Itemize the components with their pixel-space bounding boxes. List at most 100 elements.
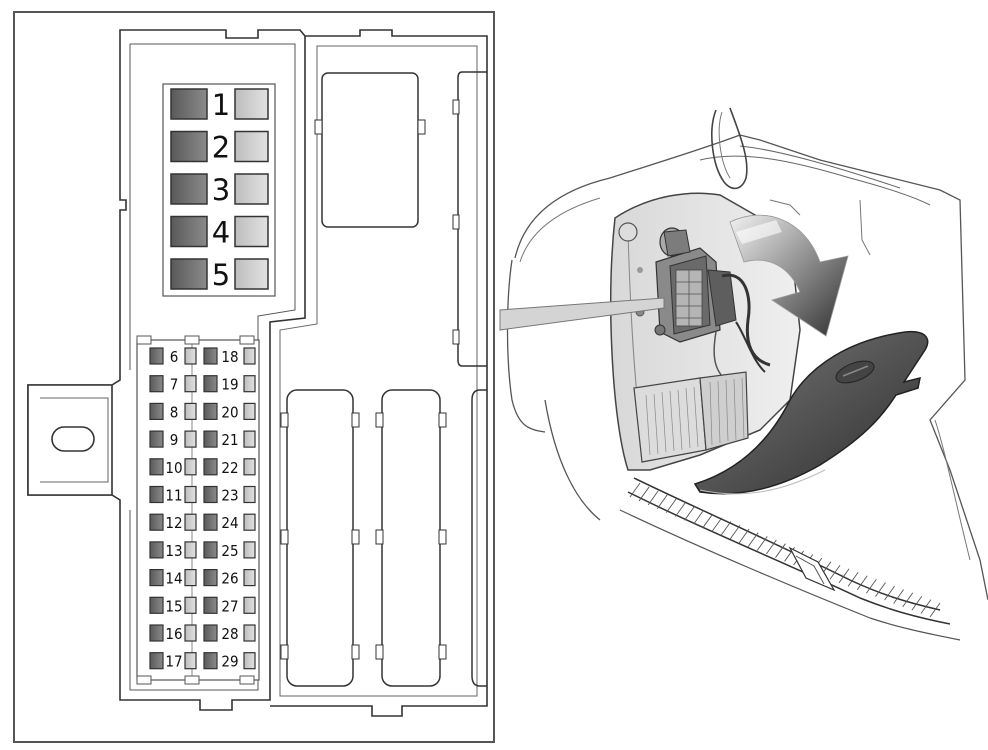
small-fuse-number: 28 — [221, 625, 238, 643]
small-fuse-18: 18 — [203, 347, 256, 366]
trunk-sill — [619, 477, 961, 641]
large-fuse-number: 1 — [212, 88, 230, 122]
small-fuse-number: 19 — [221, 376, 238, 394]
small-fuse-number: 17 — [165, 653, 182, 671]
mounting-slot — [51, 426, 95, 452]
small-fuse-terminal — [184, 624, 197, 642]
small-fuse-number: 25 — [221, 542, 238, 560]
small-fuse-number: 27 — [221, 597, 238, 615]
small-fuse-terminal — [184, 652, 197, 670]
small-fuse-terminal — [184, 568, 197, 587]
pointer-leader — [499, 297, 665, 331]
large-fuse-4: 4 — [170, 215, 269, 250]
large-fuse-body — [170, 173, 208, 205]
small-fuse-terminal — [243, 485, 256, 504]
relay-socket-top — [314, 72, 426, 228]
small-fuse-terminal — [243, 541, 256, 559]
cable-loop — [711, 107, 748, 190]
small-fuse-number: 12 — [165, 514, 182, 532]
small-fuse-body — [149, 402, 164, 420]
small-fuse-number: 21 — [221, 431, 238, 449]
small-fuse-12: 12 — [149, 513, 197, 532]
large-fuse-body — [170, 258, 208, 290]
small-fuse-body — [203, 347, 218, 365]
large-fuse-number: 5 — [212, 258, 230, 292]
small-fuse-body — [149, 624, 164, 642]
large-fuse-1: 1 — [170, 88, 269, 122]
small-fuse-20: 20 — [203, 402, 256, 421]
small-fuse-body — [149, 596, 164, 614]
large-fuse-2: 2 — [170, 131, 269, 165]
small-fuse-9: 9 — [149, 430, 197, 449]
small-fuse-body — [149, 347, 164, 365]
central-electronics-module — [654, 227, 737, 343]
small-fuse-terminal — [184, 485, 197, 504]
small-fuse-terminal — [243, 568, 256, 587]
small-fuse-7: 7 — [149, 375, 197, 394]
small-fuse-body — [203, 485, 218, 504]
small-fuse-number: 29 — [221, 653, 238, 671]
small-fuse-terminal — [243, 624, 256, 642]
small-fuse-body — [149, 375, 164, 393]
small-fuse-terminal — [243, 402, 256, 420]
small-fuse-19: 19 — [203, 375, 256, 394]
small-fuse-number: 22 — [221, 459, 238, 477]
small-fuse-8: 8 — [149, 402, 197, 421]
small-fuse-24: 24 — [203, 513, 256, 532]
small-fuse-body — [203, 430, 218, 448]
small-fuse-terminal — [184, 347, 197, 365]
large-fuse-terminal — [234, 258, 269, 290]
small-fuse-number: 10 — [165, 459, 182, 477]
large-fuse-3: 3 — [170, 173, 269, 207]
small-fuse-number: 23 — [221, 487, 238, 505]
wire-harness — [721, 273, 771, 367]
large-fuse-terminal — [234, 215, 269, 248]
small-fuse-terminal — [243, 458, 256, 476]
large-fuses: 1 2 3 4 5 — [170, 88, 269, 292]
small-fuse-body — [149, 485, 164, 504]
small-fuse-terminal — [243, 347, 256, 365]
small-fuses: 6789101112131415161718192021222324252627… — [149, 347, 256, 671]
small-fuse-body — [149, 513, 164, 531]
small-fuse-body — [203, 458, 218, 476]
fuse-box-location-illustration — [499, 107, 988, 641]
small-fuse-29: 29 — [203, 652, 256, 671]
small-fuse-number: 15 — [165, 597, 182, 615]
large-fuse-body — [170, 215, 208, 248]
large-fuse-number: 4 — [212, 216, 230, 250]
relay-socket-edge — [452, 71, 487, 367]
relay-socket-lower-1 — [280, 389, 360, 687]
mounting-bracket — [27, 384, 113, 496]
large-fuse-terminal — [234, 173, 269, 205]
small-fuse-26: 26 — [203, 568, 256, 588]
small-fuse-number: 20 — [221, 403, 238, 421]
small-fuse-body — [149, 458, 164, 476]
small-fuse-number: 26 — [221, 570, 238, 588]
small-fuse-terminal — [184, 513, 197, 531]
small-fuse-10: 10 — [149, 458, 197, 477]
removal-arrow — [729, 214, 849, 337]
relay-socket-lower-3 — [471, 389, 487, 687]
large-fuse-number: 2 — [212, 131, 230, 165]
small-fuse-27: 27 — [203, 596, 256, 615]
small-fuse-28: 28 — [203, 624, 256, 643]
relay-housing-outline — [270, 29, 488, 717]
small-fuse-terminal — [243, 430, 256, 448]
small-fuse-body — [203, 513, 218, 531]
small-fuse-6: 6 — [149, 347, 197, 366]
small-fuse-15: 15 — [149, 596, 197, 615]
small-fuse-body — [149, 568, 164, 587]
small-fuse-terminal — [184, 596, 197, 614]
small-fuse-number: 11 — [165, 487, 182, 505]
small-fuse-number: 9 — [170, 431, 179, 449]
small-fuse-terminal — [184, 402, 197, 420]
small-fuse-number: 18 — [221, 348, 238, 366]
small-fuse-body — [203, 402, 218, 420]
small-fuse-body — [149, 541, 164, 559]
body-outer-contour — [514, 134, 988, 601]
small-fuse-body — [203, 375, 218, 393]
small-fuse-23: 23 — [203, 485, 256, 505]
small-fuse-number: 6 — [170, 348, 179, 366]
